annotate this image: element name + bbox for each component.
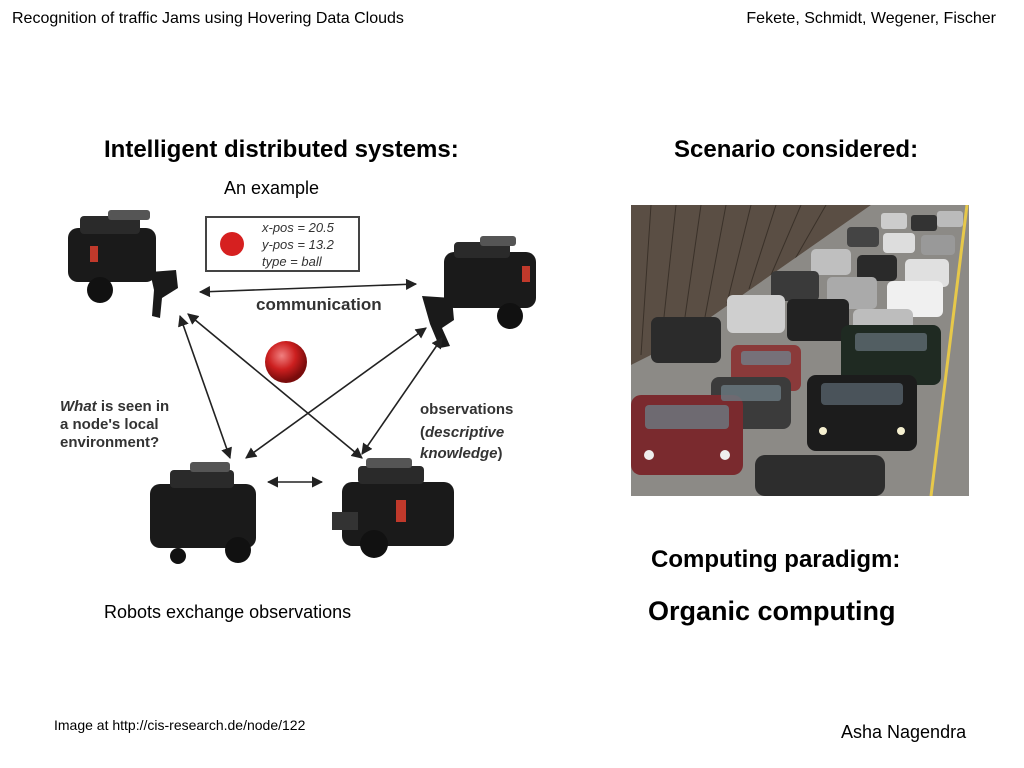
observations-line3: knowledge) bbox=[420, 445, 503, 462]
arrow-communication bbox=[198, 278, 418, 298]
info-box: x-pos = 20.5 y-pos = 13.2 type = ball bbox=[205, 216, 360, 272]
info-line-type: type = ball bbox=[262, 254, 323, 269]
left-question-emph: What bbox=[60, 398, 98, 415]
image-credit: Image at http://cis-research.de/node/122 bbox=[54, 717, 306, 733]
left-question-line2: a node's local bbox=[60, 416, 159, 433]
left-question-rest: is seen in bbox=[97, 398, 170, 415]
left-subheading: An example bbox=[224, 178, 320, 198]
observations-descriptive: descriptive bbox=[425, 424, 504, 441]
arrow-tr-br bbox=[361, 337, 443, 455]
paradigm-heading: Computing paradigm: bbox=[651, 546, 901, 573]
right-heading: Scenario considered: bbox=[674, 136, 919, 163]
observations-paren-close: ) bbox=[498, 445, 503, 462]
author-name: Asha Nagendra bbox=[841, 722, 967, 742]
left-question-line3: environment? bbox=[60, 434, 159, 451]
info-line-xpos: x-pos = 20.5 bbox=[261, 220, 335, 235]
observations-paren-open: ( bbox=[420, 424, 425, 441]
slide-authors: Fekete, Schmidt, Wegener, Fischer bbox=[746, 10, 996, 27]
info-line-ypos: y-pos = 13.2 bbox=[261, 237, 335, 252]
robot-bottom-left bbox=[150, 462, 256, 564]
observations-line2: (descriptive bbox=[420, 424, 504, 441]
left-caption: Robots exchange observations bbox=[104, 602, 352, 622]
observations-line1: observations bbox=[420, 401, 513, 418]
communication-label: communication bbox=[256, 295, 382, 314]
ball-icon bbox=[265, 341, 307, 383]
traffic-jam-photo bbox=[631, 205, 969, 496]
slide-title: Recognition of traffic Jams using Hoveri… bbox=[12, 10, 404, 27]
left-heading: Intelligent distributed systems: bbox=[104, 136, 459, 163]
arrow-tl-bl bbox=[178, 314, 232, 460]
robot-top-right bbox=[422, 236, 536, 348]
robot-bottom-right bbox=[332, 458, 454, 558]
paradigm-value: Organic computing bbox=[648, 596, 896, 626]
observations-knowledge: knowledge bbox=[420, 445, 498, 462]
left-question-line1: What is seen in bbox=[60, 398, 169, 415]
robot-diagram: x-pos = 20.5 y-pos = 13.2 type = ball co… bbox=[60, 210, 536, 564]
robot-top-left bbox=[68, 210, 178, 318]
